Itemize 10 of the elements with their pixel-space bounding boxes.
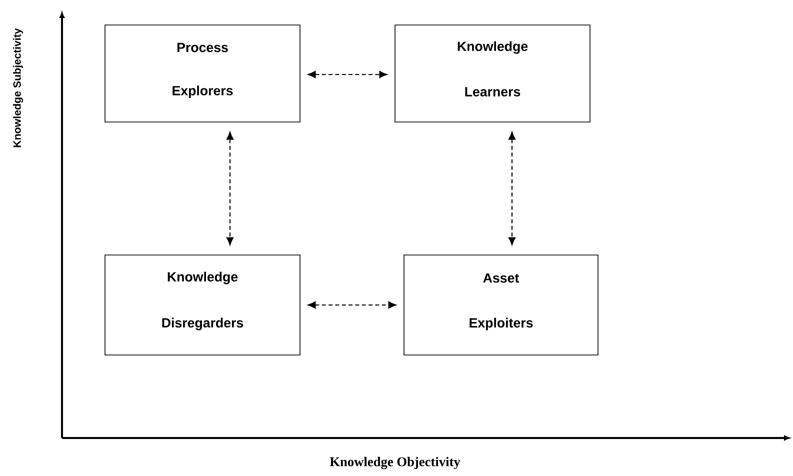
axis-label: Knowledge Subjectivity bbox=[13, 28, 23, 148]
box: Asset Exploiters bbox=[404, 254, 598, 356]
arrow bbox=[308, 70, 388, 78]
box: Knowledge Learners bbox=[394, 24, 590, 122]
box: Process Explorers bbox=[104, 24, 300, 122]
arrow bbox=[308, 301, 396, 309]
box: Knowledge Disregarders bbox=[104, 254, 300, 356]
axis-label: Knowledge Objectivity bbox=[330, 456, 460, 470]
arrow bbox=[226, 132, 234, 246]
arrow bbox=[508, 132, 516, 246]
